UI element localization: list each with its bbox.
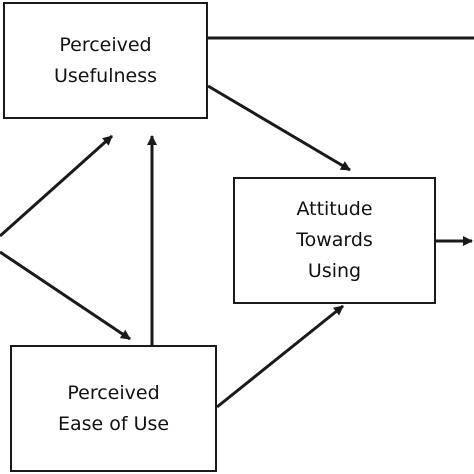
node-label-perceived-ease-of-use: Perceived Ease of Use <box>57 381 170 435</box>
edge-ease-of-use-to-attitude <box>216 304 344 409</box>
node-attitude-towards-using: Attitude Towards Using <box>233 177 436 304</box>
edge-external-to-perceived-usefulness <box>0 134 113 238</box>
node-perceived-usefulness: Perceived Usefulness <box>3 2 208 119</box>
edge-external-to-perceived-ease-of-use <box>0 250 131 341</box>
edge-usefulness-to-attitude <box>207 84 351 172</box>
node-label-attitude-towards-using: Attitude Towards Using <box>296 198 373 282</box>
node-perceived-ease-of-use: Perceived Ease of Use <box>10 345 217 472</box>
node-label-perceived-usefulness: Perceived Usefulness <box>53 33 158 87</box>
